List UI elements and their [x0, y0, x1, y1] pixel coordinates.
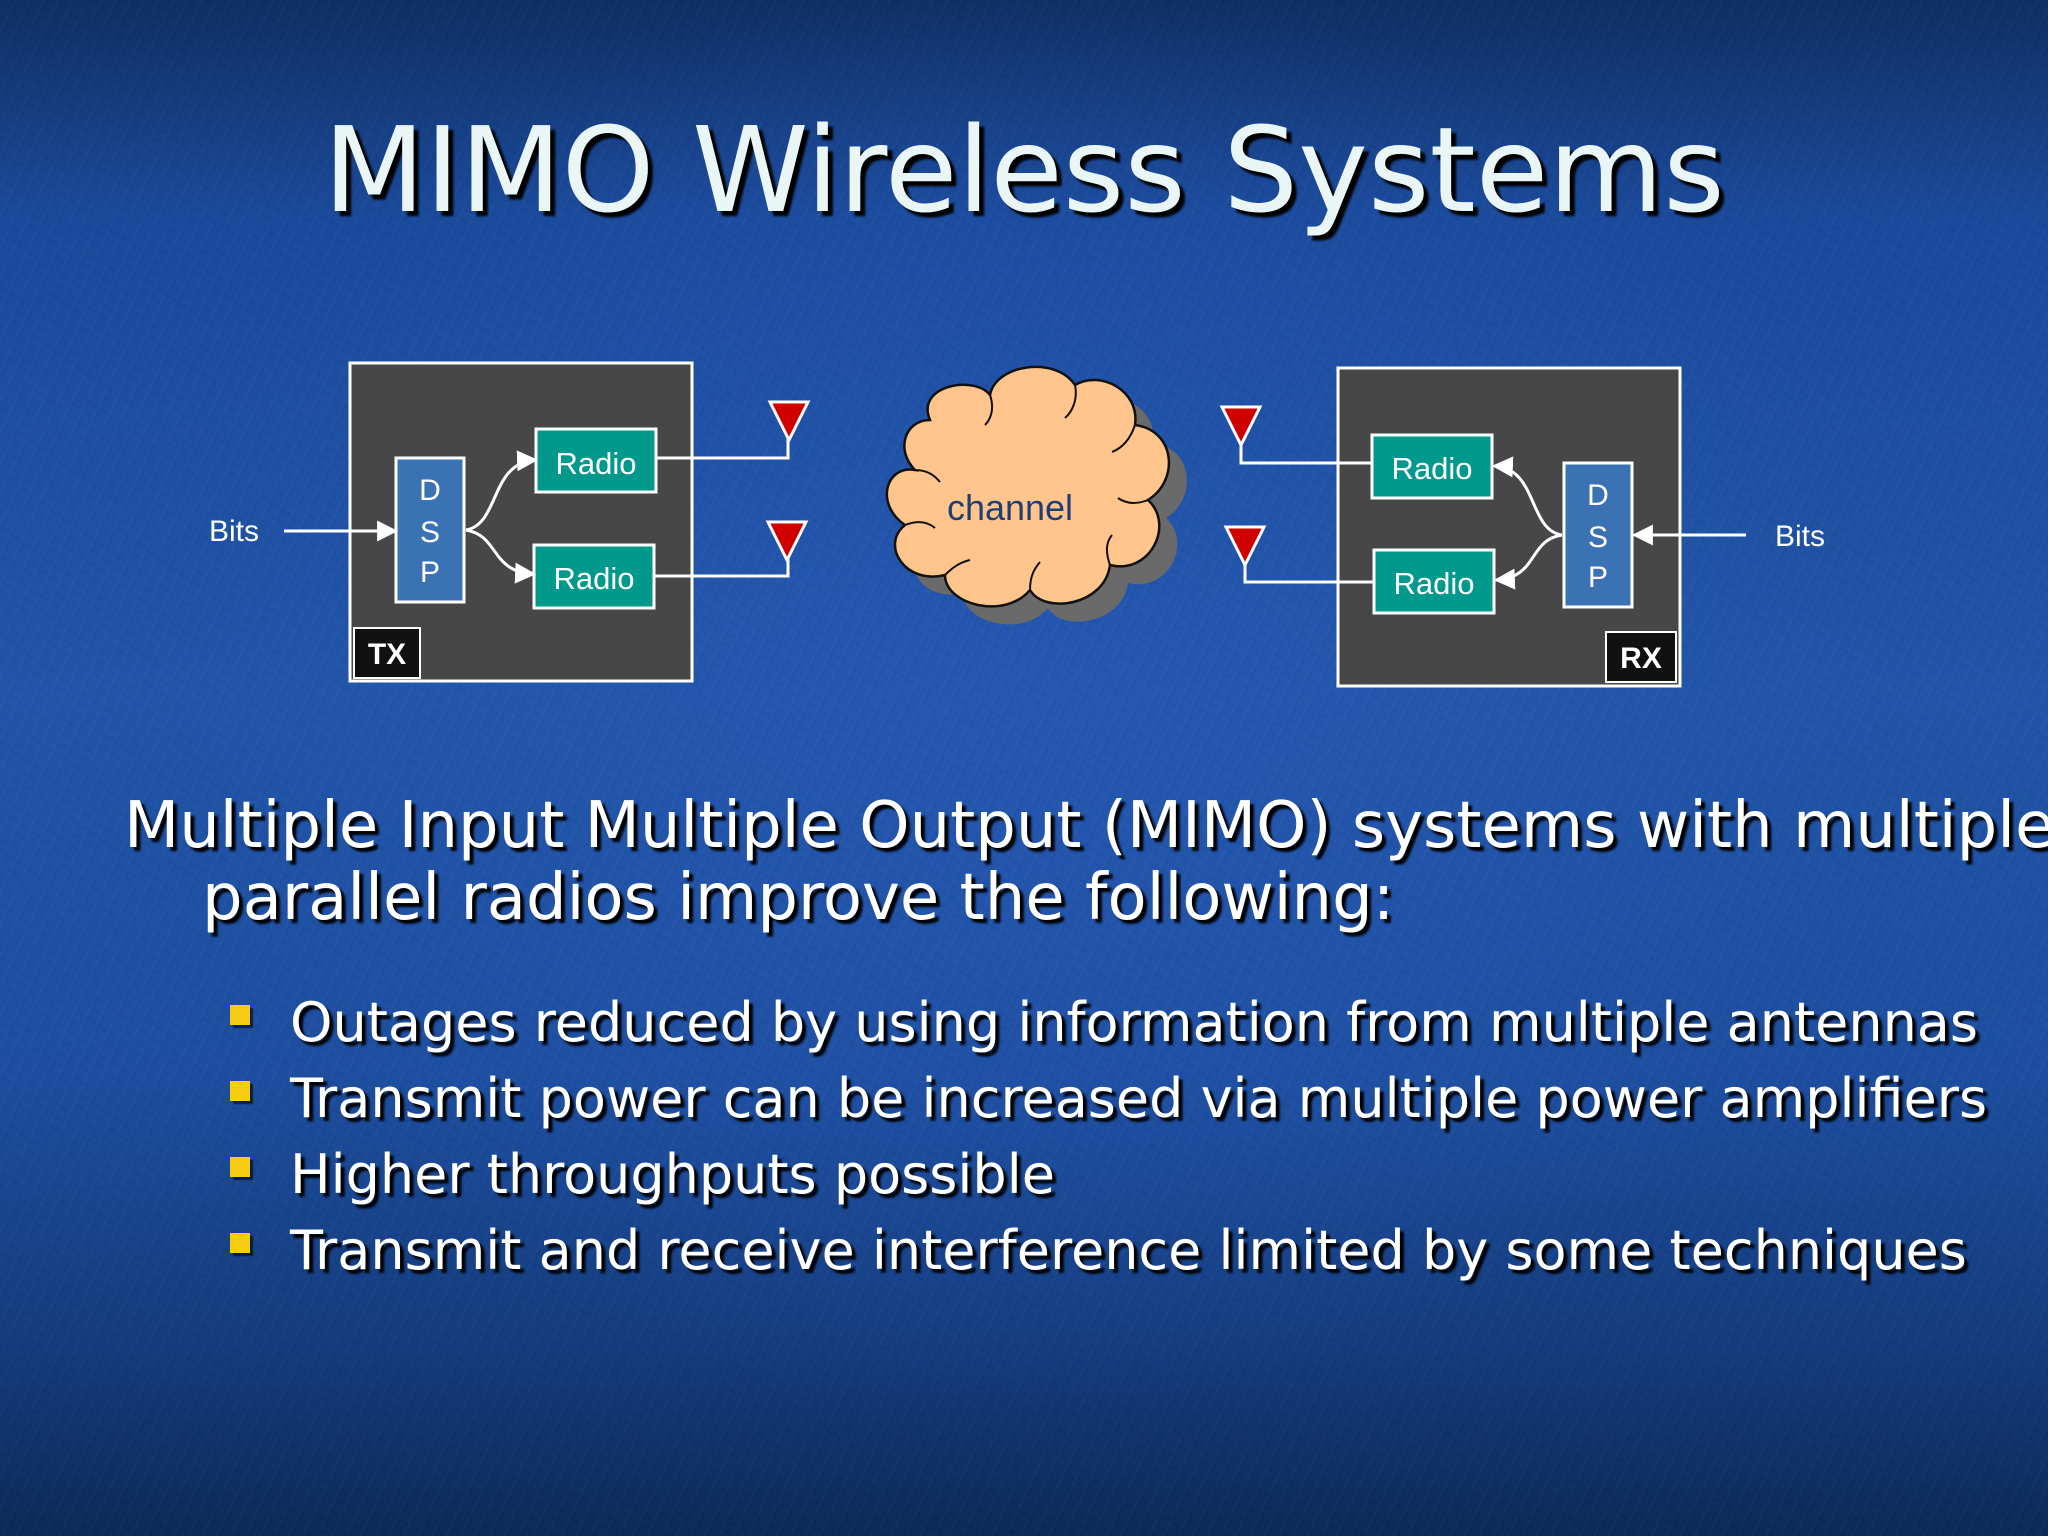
tx-antenna-bottom-icon: [765, 520, 809, 564]
tx-radio-bottom: [532, 543, 656, 610]
tx-radio-top: [534, 427, 658, 494]
rx-dsp-letter: P: [1588, 561, 1608, 594]
bullet-text: Transmit and receive interference limite…: [290, 1219, 1967, 1282]
tx-antenna-top-icon: [767, 400, 811, 444]
square-bullet-icon: [230, 1233, 250, 1253]
bullet-text: Transmit power can be increased via mult…: [290, 1067, 1988, 1130]
rx-bits-label: Bits: [1775, 520, 1825, 553]
rx-dsp-letter: D: [1587, 479, 1609, 512]
tx-radio-bottom-label: Radio: [554, 561, 635, 596]
channel-label: channel: [947, 487, 1073, 528]
list-item: Higher throughputs possible: [226, 1137, 2026, 1213]
tx-block: D S P Radio Radio TX Bits: [209, 361, 811, 683]
rx-merge-bottom: [1493, 533, 1563, 590]
rx-antenna-bottom-icon: [1223, 525, 1267, 569]
tx-bits-label: Bits: [209, 515, 259, 548]
rx-radio-top-label: Radio: [1392, 451, 1473, 486]
tx-radio-top-label: Radio: [556, 446, 637, 481]
list-item: Transmit power can be increased via mult…: [226, 1061, 2026, 1137]
rx-merge-top: [1491, 456, 1563, 537]
list-item: Transmit and receive interference limite…: [226, 1213, 2026, 1289]
slide-title: MIMO Wireless Systems: [323, 101, 1725, 239]
rx-dsp-box: [1562, 461, 1634, 609]
list-item: Outages reduced by using information fro…: [226, 985, 2026, 1061]
rx-block: D S P Radio Radio RX Bits: [1219, 366, 1825, 688]
intro-text: Multiple Input Multiple Output (MIMO) sy…: [124, 789, 2048, 935]
bullet-text: Outages reduced by using information fro…: [290, 991, 1979, 1054]
rx-radio-bottom-label: Radio: [1394, 566, 1475, 601]
square-bullet-icon: [230, 1081, 250, 1101]
square-bullet-icon: [230, 1157, 250, 1177]
rx-label: RX: [1620, 642, 1662, 675]
bullet-list: Outages reduced by using information fro…: [226, 985, 2026, 1289]
square-bullet-icon: [230, 1005, 250, 1025]
tx-label: TX: [368, 638, 406, 671]
channel-cloud-detail: [904, 384, 1149, 591]
tx-dsp-letter: P: [420, 556, 440, 589]
bullet-text: Higher throughputs possible: [290, 1143, 1055, 1206]
tx-split-top: [465, 450, 539, 532]
rx-antenna-top-icon: [1219, 405, 1263, 449]
rx-label-box: [1605, 631, 1677, 683]
rx-dsp-letter: S: [1588, 521, 1608, 554]
channel-cloud: channel: [885, 365, 1187, 625]
tx-dsp-letter: D: [419, 474, 441, 507]
channel-cloud-body: [885, 365, 1171, 608]
tx-label-box: [353, 627, 421, 679]
tx-split-bottom: [465, 528, 537, 584]
tx-dsp-letter: S: [420, 516, 440, 549]
